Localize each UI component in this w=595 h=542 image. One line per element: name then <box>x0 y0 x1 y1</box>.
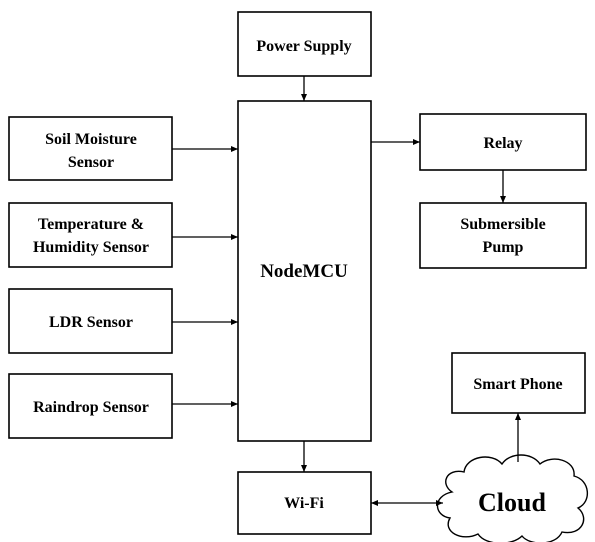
relay-label: Relay <box>483 135 522 152</box>
smart-phone-block: Smart Phone <box>451 352 586 414</box>
pump-label-line2: Pump <box>483 239 524 256</box>
wifi-label: Wi-Fi <box>284 495 324 512</box>
connectors <box>172 76 521 506</box>
raindrop-sensor-label: Raindrop Sensor <box>33 399 149 416</box>
nodemcu-block: NodeMCU <box>237 100 372 442</box>
smart-phone-label: Smart Phone <box>473 376 562 393</box>
power-supply-label: Power Supply <box>256 38 351 55</box>
power-supply-block: Power Supply <box>237 11 372 77</box>
soil-moisture-label-line1: Soil Moisture <box>45 131 137 148</box>
soil-moisture-label-line2: Sensor <box>68 154 114 171</box>
temperature-humidity-sensor-block: Temperature & Humidity Sensor <box>8 202 173 268</box>
wifi-block: Wi-Fi <box>237 471 372 535</box>
temp-humidity-label-line1: Temperature & <box>38 216 144 233</box>
ldr-sensor-label: LDR Sensor <box>49 314 133 331</box>
nodemcu-label: NodeMCU <box>260 261 348 282</box>
submersible-pump-block: Submersible Pump <box>419 202 587 269</box>
cloud-label: Cloud <box>478 488 546 517</box>
temp-humidity-label-line2: Humidity Sensor <box>33 239 149 256</box>
raindrop-sensor-block: Raindrop Sensor <box>8 373 173 439</box>
cloud-shape: Cloud <box>436 454 588 542</box>
soil-moisture-sensor-block: Soil Moisture Sensor <box>8 116 173 181</box>
relay-block: Relay <box>419 113 587 171</box>
ldr-sensor-block: LDR Sensor <box>8 288 173 354</box>
pump-label-line1: Submersible <box>460 216 545 233</box>
